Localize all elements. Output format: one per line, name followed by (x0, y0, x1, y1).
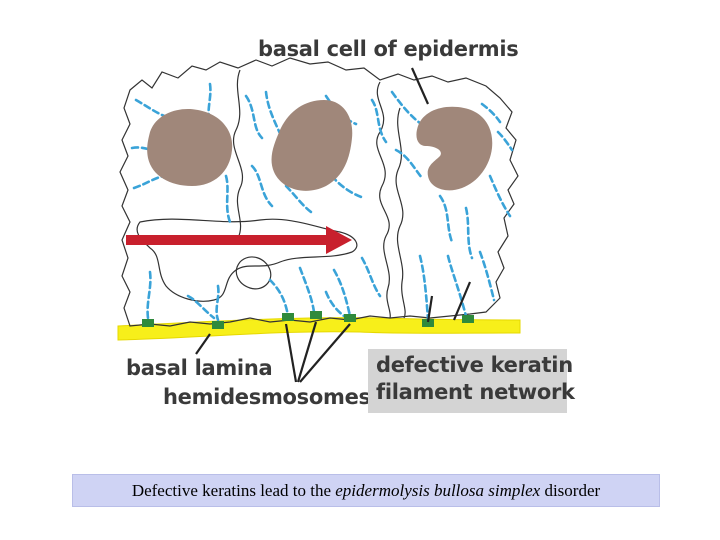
defective-label-box (368, 349, 567, 413)
basal-lamina-band (117, 317, 521, 341)
pointer-lines (195, 67, 472, 383)
cell-base-blob (235, 256, 272, 290)
pointer-hemidesmosome-1 (284, 323, 298, 383)
hemidesmosome (142, 319, 154, 327)
pointer-defect-2 (452, 281, 472, 321)
cell-base-left (136, 218, 358, 302)
defective-label-line1: defective keratin (376, 353, 573, 377)
hemidesmosome (282, 313, 294, 321)
caption-box: Defective keratins lead to the epidermol… (72, 474, 660, 507)
hemidesmosome (212, 321, 224, 329)
defective-label-line2: filament network (376, 380, 575, 404)
pointer-hemidesmosome-2 (296, 321, 318, 383)
cell-boundary-right (376, 81, 391, 319)
cell-boundary-right-2 (395, 107, 406, 319)
pointer-basal-cell (410, 67, 430, 105)
basal-lamina-label: basal lamina (126, 356, 273, 380)
caption-italic: epidermolysis bullosa simplex (335, 480, 541, 500)
hemidesmosome (422, 319, 434, 327)
basal-cell-label: basal cell of epidermis (258, 37, 519, 61)
caption-before: Defective keratins lead to the (131, 480, 336, 500)
hemidesmosomes-label: hemidesmosomes (163, 385, 371, 409)
hemidesmosomes (142, 311, 474, 329)
arrow (126, 226, 352, 254)
caption: Defective keratins lead to the epidermol… (132, 481, 600, 501)
hemidesmosome (462, 315, 474, 323)
caption-after: disorder (540, 480, 601, 500)
cell-outline (119, 57, 519, 327)
pointer-defect-1 (426, 295, 434, 323)
hemidesmosome (344, 314, 356, 322)
nucleus-middle (271, 100, 353, 191)
pointer-basal-lamina (195, 333, 211, 355)
nucleus-left (147, 108, 233, 186)
pointer-hemidesmosome-3 (299, 323, 351, 383)
cell-boundary-left (233, 69, 243, 239)
nucleus-right (416, 106, 493, 191)
hemidesmosome (310, 311, 322, 319)
